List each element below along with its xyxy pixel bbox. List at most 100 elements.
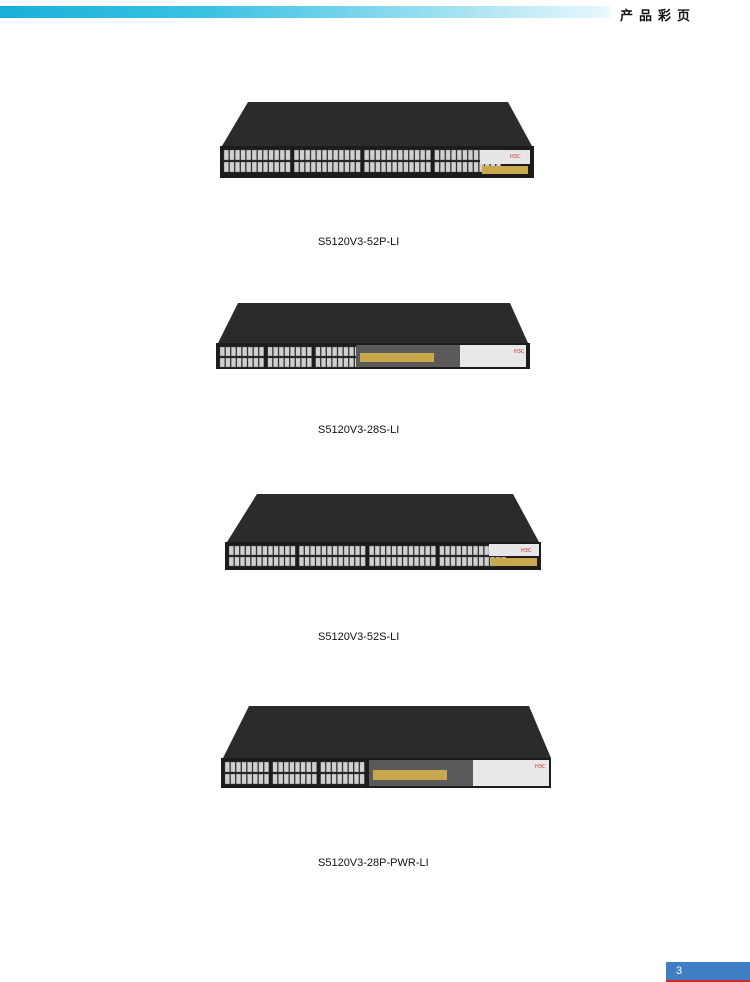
rj45-port [392,161,398,173]
rj45-port [349,556,355,567]
rj45-port [467,149,473,161]
rj45-port [294,761,300,773]
rj45-port [380,161,386,173]
rj45-port [348,773,354,785]
rj45-port [298,556,304,567]
rj45-port [439,545,445,556]
rj45-port [364,161,370,173]
rj45-port [259,357,265,368]
switch-28p-pwr-image: H3C [221,706,551,788]
rj45-port [473,149,479,161]
rj45-port [343,556,349,567]
rj45-port [300,773,306,785]
rj45-port [246,161,252,173]
rj45-port [228,545,234,556]
rj45-port [484,545,490,556]
rj45-port [225,357,231,368]
rj45-port [355,149,361,161]
rj45-port [289,346,295,357]
rj45-port [321,161,327,173]
rj45-port [472,556,478,567]
rj45-port [413,556,419,567]
rj45-port [223,161,229,173]
rj45-port [397,556,403,567]
rj45-port [240,149,246,161]
rj45-port [278,346,284,357]
rj45-port [342,761,348,773]
rj45-port [257,161,263,173]
rj45-port [325,761,331,773]
rj45-port [251,545,257,556]
rj45-port [484,556,490,567]
rj45-port [337,773,343,785]
rj45-port [325,773,331,785]
rj45-port [279,161,285,173]
rj45-port [245,556,251,567]
rj45-port [278,357,284,368]
rj45-port [333,161,339,173]
switch-28s-image: H3C [216,303,530,369]
rj45-port [301,357,307,368]
rj45-port [369,149,375,161]
rj45-port [385,545,391,556]
rj45-port [430,545,436,556]
rj45-port [397,545,403,556]
rj45-port [252,761,258,773]
rj45-port [236,346,242,357]
rj45-port [251,161,257,173]
rj45-port [380,556,386,567]
rj45-port [306,346,312,357]
rj45-port [247,357,253,368]
brand-logo: H3C [514,349,525,355]
rj45-port [273,556,279,567]
rj45-port [425,161,431,173]
rj45-port [434,161,440,173]
rj45-port [414,149,420,161]
rj45-port [337,357,343,368]
switch-52p-image: H3C [220,102,534,178]
rj45-port [343,545,349,556]
rj45-port [338,545,344,556]
rj45-port [262,545,268,556]
rj45-port [289,761,295,773]
rj45-port [380,545,386,556]
rj45-port [268,161,274,173]
rj45-port [391,545,397,556]
page-number: 3 [676,965,683,977]
rj45-port [375,161,381,173]
rj45-port [472,545,478,556]
rj45-port [425,545,431,556]
rj45-port [219,357,225,368]
rj45-port [247,761,253,773]
brand-logo: H3C [535,764,546,770]
rj45-port [478,556,484,567]
rj45-port [253,346,259,357]
rj45-port [343,357,349,368]
rj45-port [311,773,317,785]
rj45-port [467,556,473,567]
rj45-port [305,161,311,173]
brand-logo: H3C [510,154,521,160]
rj45-port [306,773,312,785]
rj45-port [236,357,242,368]
rj45-port [289,773,295,785]
rj45-port [348,346,354,357]
rj45-port [284,357,290,368]
rj45-port [267,357,273,368]
rj45-port [408,556,414,567]
rj45-port [290,545,296,556]
rj45-port [391,556,397,567]
rj45-port [386,149,392,161]
rj45-port [354,556,360,567]
rj45-port [240,545,246,556]
rj45-port [223,149,229,161]
rj45-port [311,761,317,773]
rj45-port [283,773,289,785]
rj45-port [333,149,339,161]
rj45-port [316,149,322,161]
rj45-port [306,357,312,368]
rj45-port [310,545,316,556]
rj45-port [343,346,349,357]
rj45-port [228,556,234,567]
rj45-port [434,149,440,161]
